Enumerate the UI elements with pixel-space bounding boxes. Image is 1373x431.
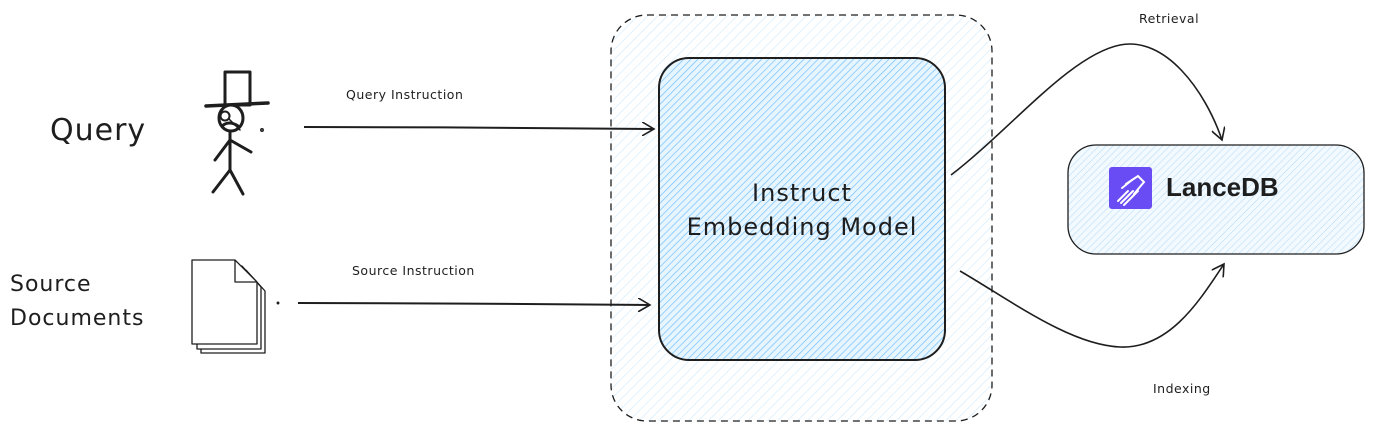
model-title-line1: Instruct xyxy=(752,179,852,207)
lancedb-logo-icon xyxy=(1109,167,1152,209)
query-instruction-label: Query Instruction xyxy=(346,87,464,102)
source-arrow xyxy=(297,303,650,305)
indexing-label: Indexing xyxy=(1153,381,1211,396)
source-documents-label: Source Documents xyxy=(10,268,144,336)
retrieval-arrow xyxy=(950,43,1222,176)
model-title-line2: Embedding Model xyxy=(686,213,918,241)
indexing-arrow xyxy=(959,264,1224,348)
source-label-line1: Source xyxy=(10,272,92,297)
source-label-line2: Documents xyxy=(10,306,145,331)
retrieval-label: Retrieval xyxy=(1139,11,1200,26)
source-instruction-label: Source Instruction xyxy=(352,263,475,278)
query-arrow xyxy=(303,127,654,129)
query-user-figure xyxy=(204,70,270,196)
documents-icon xyxy=(191,259,280,354)
query-label: Query xyxy=(50,113,147,148)
embedding-model-box xyxy=(658,57,946,361)
lancedb-name: LanceDB xyxy=(1166,172,1279,202)
model-title: Instruct Embedding Model xyxy=(662,176,942,244)
